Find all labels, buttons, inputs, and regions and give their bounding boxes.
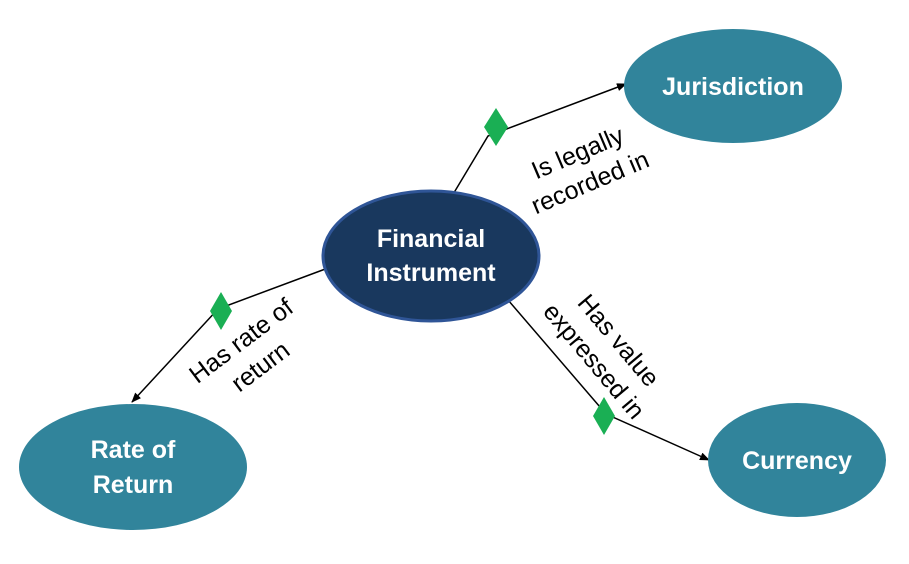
diamond-expressed-in [593,397,615,435]
node-jurisdiction-label: Jurisdiction [662,73,804,101]
edge-label-recorded-in: Is legally recorded in [527,121,653,220]
edge-recorded-in [451,83,627,197]
node-jurisdiction: Jurisdiction [624,29,842,143]
node-rate-of-return-line2: Return [93,471,174,499]
diamond-recorded-in [484,108,508,146]
node-financial-instrument: Financial Instrument [321,189,541,323]
diamond-rate-of-return [210,292,232,330]
node-currency: Currency [708,403,886,517]
node-financial-instrument-line2: Instrument [366,259,496,287]
node-financial-instrument-line1: Financial [377,225,485,253]
node-currency-label: Currency [742,447,852,475]
edge-label-rate-of-return: Has rate of return [184,293,299,397]
node-rate-of-return: Rate of Return [19,404,247,530]
node-rate-of-return-line1: Rate of [91,436,176,464]
